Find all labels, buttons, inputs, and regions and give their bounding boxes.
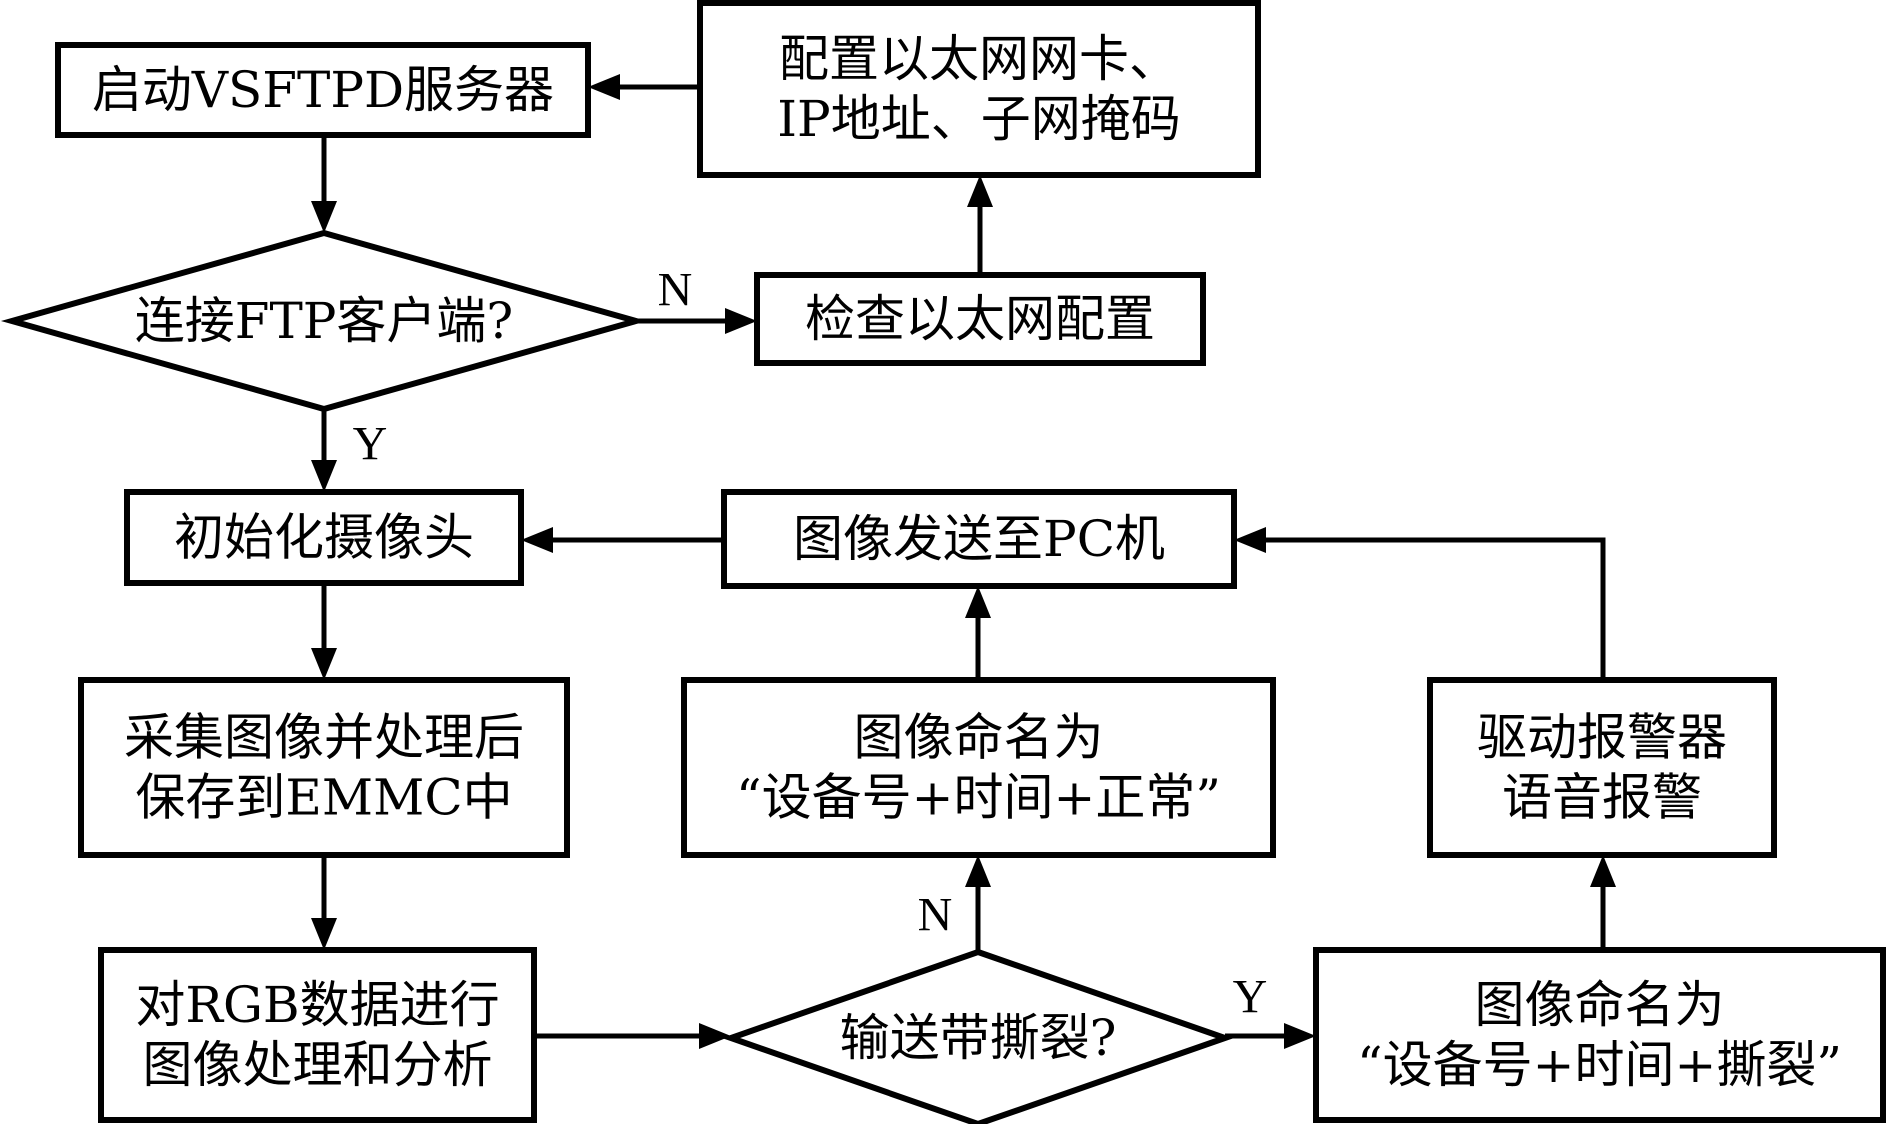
arrowhead-icon <box>1284 1023 1316 1049</box>
arrowhead-icon <box>588 74 620 100</box>
edge-name-normal-to-send-to-pc <box>965 586 991 680</box>
start-vsftpd-label-line-1: 启动VSFTPD服务器 <box>92 61 554 119</box>
capture-save-label-line-2: 保存到EMMC中 <box>135 769 512 827</box>
check-ethernet-label-line-1: 检查以太网配置 <box>805 290 1155 348</box>
arrowhead-icon <box>521 527 553 553</box>
edge-label-n: N <box>658 264 693 317</box>
arrowhead-icon <box>1590 855 1616 887</box>
edge-send-to-pc-to-init-camera <box>521 527 724 553</box>
edge-rgb-process-to-belt-tear <box>534 1023 731 1049</box>
edge-belt-tear-to-name-normal <box>965 855 991 952</box>
edge-connect-ftp-to-check-ethernet <box>636 308 757 334</box>
connector-line <box>1266 537 1606 680</box>
send-to-pc-box <box>721 489 1237 589</box>
name-normal-box <box>681 677 1276 858</box>
config-ethernet-label-line-2: IP地址、子网掩码 <box>777 90 1180 148</box>
connect-ftp-label-line-1: 连接FTP客户端? <box>135 292 514 350</box>
arrowhead-icon <box>725 308 757 334</box>
belt-tear-decision <box>721 948 1235 1124</box>
arrowhead-icon <box>311 201 337 233</box>
edge-drive-alarm-to-send-to-pc <box>1234 527 1606 680</box>
rgb-process-label-line-1: 对RGB数据进行 <box>135 976 499 1034</box>
edge-label-y: Y <box>1233 971 1268 1024</box>
name-tear-box <box>1313 947 1886 1123</box>
capture-save-box <box>78 677 570 858</box>
arrowhead-icon <box>311 648 337 680</box>
edge-name-tear-to-drive-alarm <box>1590 855 1616 950</box>
config-ethernet-box <box>697 0 1261 178</box>
edge-label-n: N <box>918 889 953 942</box>
name-normal-label-line-1: 图像命名为 <box>854 709 1104 767</box>
arrowhead-icon <box>965 855 991 887</box>
drive-alarm-label-line-1: 驱动报警器 <box>1477 709 1727 767</box>
arrowhead-icon <box>967 175 993 207</box>
edge-belt-tear-to-name-tear <box>1225 1023 1316 1049</box>
config-ethernet-label-line-1: 配置以太网网卡、 <box>779 30 1179 88</box>
init-camera-box <box>124 489 524 586</box>
rgb-process-box <box>98 947 537 1123</box>
arrowhead-icon <box>1234 527 1266 553</box>
name-tear-label-line-1: 图像命名为 <box>1475 976 1725 1034</box>
edge-check-ethernet-to-config-ethernet <box>967 175 993 275</box>
edge-init-camera-to-capture-save <box>311 583 337 680</box>
edge-connect-ftp-to-init-camera <box>311 409 337 492</box>
arrowhead-icon <box>965 586 991 618</box>
name-normal-label-line-2: “设备号+时间+正常” <box>736 769 1221 827</box>
capture-save-label-line-1: 采集图像并处理后 <box>124 709 524 767</box>
drive-alarm-box <box>1427 677 1777 858</box>
drive-alarm-label-line-2: 语音报警 <box>1502 769 1702 827</box>
edge-config-ethernet-to-start-vsftpd <box>588 74 700 100</box>
arrowhead-icon <box>311 460 337 492</box>
arrowhead-icon <box>699 1023 731 1049</box>
belt-tear-label-line-1: 输送带撕裂? <box>840 1009 1117 1067</box>
edge-capture-save-to-rgb-process <box>311 855 337 950</box>
edge-start-vsftpd-to-connect-ftp <box>311 135 337 233</box>
init-camera-label-line-1: 初始化摄像头 <box>174 509 474 567</box>
arrowhead-icon <box>311 918 337 950</box>
edge-label-y: Y <box>353 418 388 471</box>
send-to-pc-label-line-1: 图像发送至PC机 <box>793 510 1165 568</box>
rgb-process-label-line-2: 图像处理和分析 <box>143 1036 493 1094</box>
name-tear-label-line-2: “设备号+时间+撕裂” <box>1357 1036 1842 1094</box>
check-ethernet-box <box>754 272 1206 366</box>
